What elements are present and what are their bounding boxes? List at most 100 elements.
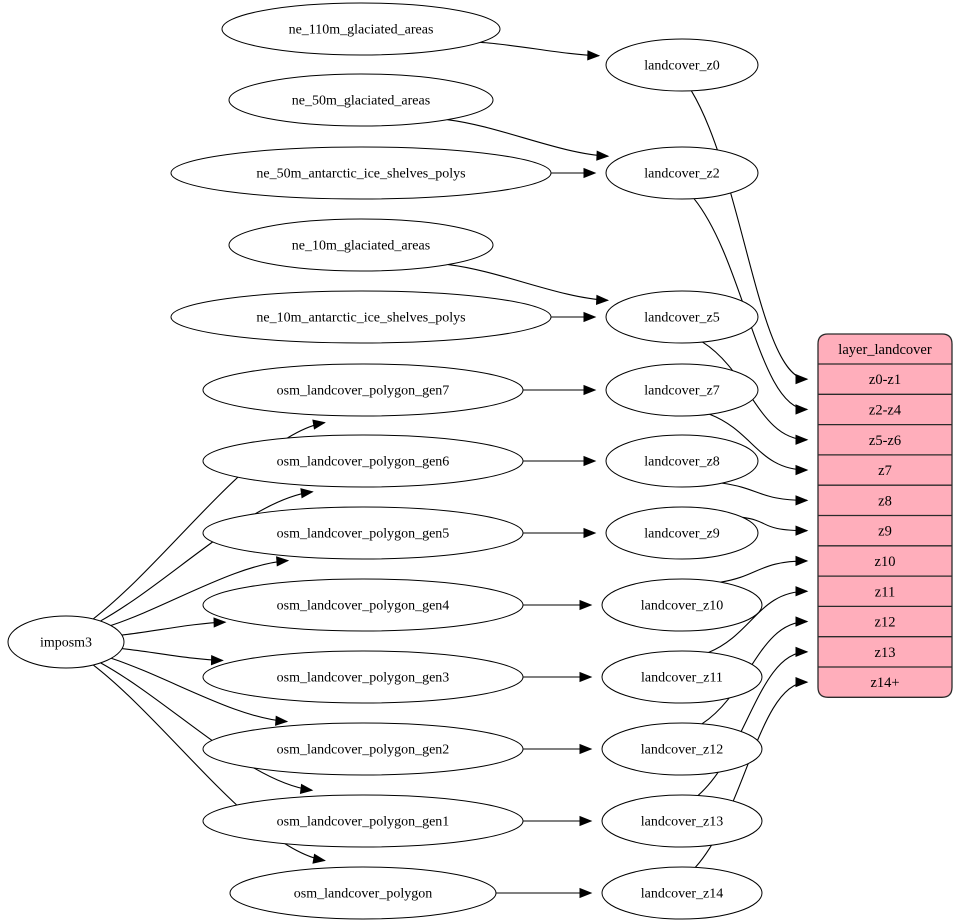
- edge-arrowhead: [275, 715, 289, 726]
- graph-node-landcover_z8[interactable]: landcover_z8: [605, 434, 759, 488]
- graph-node-osm_landcover_polygon[interactable]: osm_landcover_polygon: [229, 866, 497, 920]
- graph-node-ne_10m_glaciated_areas[interactable]: ne_10m_glaciated_areas: [228, 218, 494, 272]
- source-node-ellipse: [221, 2, 501, 56]
- table-row[interactable]: [818, 606, 952, 636]
- graph-edge: [100, 662, 312, 791]
- graph-node-osm_landcover_polygon_gen6[interactable]: osm_landcover_polygon_gen6: [202, 434, 524, 488]
- table-row[interactable]: [818, 394, 952, 424]
- source-node-ellipse: [170, 290, 552, 344]
- graph-node-landcover_z9[interactable]: landcover_z9: [605, 506, 759, 560]
- graph-node-osm_landcover_polygon_gen7[interactable]: osm_landcover_polygon_gen7: [202, 363, 524, 417]
- graph-node-osm_landcover_polygon_gen4[interactable]: osm_landcover_polygon_gen4: [202, 578, 524, 632]
- graph-node-landcover_z7[interactable]: landcover_z7: [605, 363, 759, 417]
- graph-edge: [701, 621, 808, 725]
- graph-edge: [702, 341, 808, 441]
- graph-edge: [720, 560, 808, 583]
- graph-node-ne_10m_antarctic_ice_shelves_polys[interactable]: ne_10m_antarctic_ice_shelves_polys: [170, 290, 552, 344]
- table-row[interactable]: [818, 364, 952, 394]
- graph-edge: [447, 119, 609, 157]
- layer-node-ellipse: [601, 578, 763, 632]
- source-node-ellipse: [228, 73, 494, 127]
- graph-node-osm_landcover_polygon_gen3[interactable]: osm_landcover_polygon_gen3: [202, 650, 524, 704]
- graph-node-imposm3[interactable]: imposm3: [7, 615, 125, 669]
- layer-node-ellipse: [605, 38, 759, 92]
- graph-edge: [92, 664, 325, 862]
- nodes-layer: imposm3 ne_110m_glaciated_areas ne_50m_gla…: [7, 2, 763, 920]
- graph-edge: [122, 648, 223, 661]
- edge-arrowhead: [587, 50, 601, 61]
- source-node-ellipse: [202, 722, 524, 776]
- source-node-ellipse: [202, 650, 524, 704]
- graph-edge: [121, 621, 226, 636]
- layer-node-ellipse: [601, 722, 763, 776]
- graph-edge: [92, 422, 325, 620]
- graph-node-landcover_z5[interactable]: landcover_z5: [605, 290, 759, 344]
- edge-arrowhead: [210, 655, 224, 666]
- table-row[interactable]: [818, 546, 952, 576]
- layer-node-ellipse: [601, 866, 763, 920]
- table-row[interactable]: [818, 637, 952, 667]
- table-row[interactable]: [818, 425, 952, 455]
- graph-node-landcover_z13[interactable]: landcover_z13: [601, 794, 763, 848]
- graph-node-landcover_z0[interactable]: landcover_z0: [605, 38, 759, 92]
- graph-edge: [110, 560, 288, 627]
- table-row[interactable]: [818, 667, 952, 697]
- graph-node-osm_landcover_polygon_gen2[interactable]: osm_landcover_polygon_gen2: [202, 722, 524, 776]
- graph-edge: [742, 516, 808, 532]
- edges-layer: [92, 41, 809, 899]
- edge-arrowhead: [312, 853, 326, 864]
- graph-node-ne_50m_glaciated_areas[interactable]: ne_50m_glaciated_areas: [228, 73, 494, 127]
- graph-node-landcover_z11[interactable]: landcover_z11: [601, 650, 763, 704]
- edge-arrowhead: [579, 815, 593, 827]
- edge-arrowhead: [583, 311, 597, 323]
- edge-arrowhead: [795, 434, 809, 445]
- table-row[interactable]: [818, 485, 952, 515]
- graph-edge: [721, 482, 808, 501]
- edge-arrowhead: [579, 743, 593, 755]
- graph-node-landcover_z2[interactable]: landcover_z2: [605, 146, 759, 200]
- layer-node-ellipse: [605, 146, 759, 200]
- source-node-ellipse: [170, 146, 552, 200]
- graph-edge: [697, 651, 808, 796]
- source-node-ellipse: [202, 794, 524, 848]
- edge-arrowhead: [795, 646, 809, 657]
- layer-node-ellipse: [601, 650, 763, 704]
- edge-arrowhead: [276, 556, 290, 567]
- source-node-ellipse: [229, 866, 497, 920]
- layer-node-ellipse: [605, 290, 759, 344]
- edge-arrowhead: [312, 419, 326, 430]
- edge-arrowhead: [579, 671, 593, 683]
- edge-arrowhead: [300, 488, 314, 499]
- edge-arrowhead: [795, 525, 809, 536]
- graph-edge: [100, 491, 313, 622]
- edge-arrowhead: [596, 150, 610, 161]
- table-row[interactable]: [818, 516, 952, 546]
- edge-arrowhead: [583, 455, 597, 467]
- graph-node-landcover_z10[interactable]: landcover_z10: [601, 578, 763, 632]
- graph-edge: [111, 657, 287, 723]
- edge-arrowhead: [583, 384, 597, 396]
- graph-edge: [448, 263, 608, 301]
- edge-arrowhead: [579, 599, 593, 611]
- table-row[interactable]: [818, 576, 952, 606]
- edge-arrowhead: [795, 555, 809, 567]
- table-row[interactable]: [818, 455, 952, 485]
- source-node-ellipse: [202, 363, 524, 417]
- edge-arrowhead: [795, 616, 809, 627]
- graph-node-landcover_z14[interactable]: landcover_z14: [601, 866, 763, 920]
- graph-node-ne_110m_glaciated_areas[interactable]: ne_110m_glaciated_areas: [221, 2, 501, 56]
- source-node-ellipse: [228, 218, 494, 272]
- graph-node-ne_50m_antarctic_ice_shelves_polys[interactable]: ne_50m_antarctic_ice_shelves_polys: [170, 146, 552, 200]
- graph-node-landcover_z12[interactable]: landcover_z12: [601, 722, 763, 776]
- edge-arrowhead: [795, 677, 809, 688]
- layer-node-ellipse: [605, 363, 759, 417]
- edge-arrowhead: [795, 495, 809, 506]
- layer-node-ellipse: [605, 434, 759, 488]
- graph-node-osm_landcover_polygon_gen5[interactable]: osm_landcover_polygon_gen5: [202, 506, 524, 560]
- graph-node-osm_landcover_polygon_gen1[interactable]: osm_landcover_polygon_gen1: [202, 794, 524, 848]
- layer-landcover-table[interactable]: layer_landcoverz0-z1z2-z4z5-z6z7z8z9z10z…: [817, 333, 953, 698]
- edge-arrowhead: [213, 617, 227, 628]
- edge-arrowhead: [583, 527, 597, 539]
